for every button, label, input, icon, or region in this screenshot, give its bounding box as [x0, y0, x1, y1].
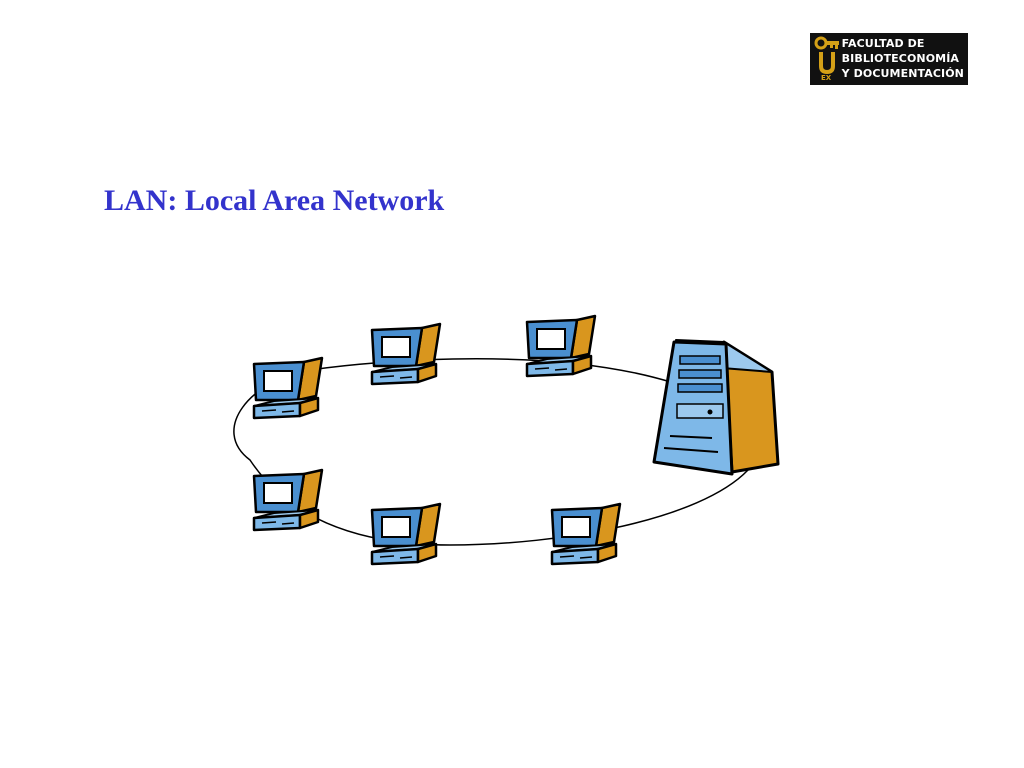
- workstation-6: [550, 502, 622, 566]
- svg-text:EX: EX: [821, 74, 832, 82]
- logo-line-2: BIBLIOTECONOMÍA: [841, 52, 960, 65]
- slide-title: LAN: Local Area Network: [104, 184, 445, 217]
- logo-line-1: FACULTAD DE: [841, 37, 925, 50]
- server-tower: [652, 339, 780, 476]
- logo-line-3: Y DOCUMENTACIÓN: [841, 67, 964, 80]
- faculty-logo: EX FACULTAD DE BIBLIOTECONOMÍA Y DOCUMEN…: [810, 33, 968, 85]
- workstation-3: [525, 314, 597, 378]
- uex-key-logo-icon: EX: [810, 33, 839, 85]
- workstation-2: [370, 322, 442, 386]
- logo-text: FACULTAD DE BIBLIOTECONOMÍA Y DOCUMENTAC…: [837, 33, 968, 85]
- workstation-4: [252, 468, 324, 532]
- workstation-5: [370, 502, 442, 566]
- workstation-1: [252, 356, 324, 420]
